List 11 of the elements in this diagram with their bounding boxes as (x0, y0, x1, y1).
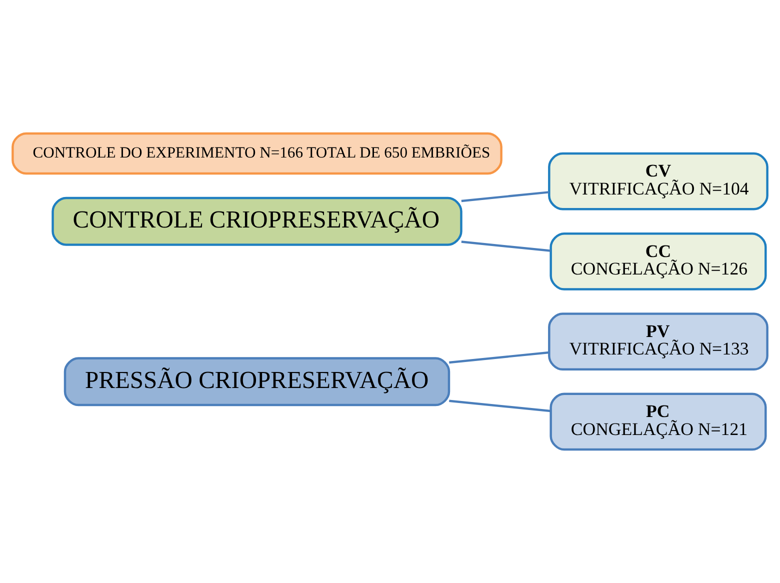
connector (449, 400, 551, 412)
connector (461, 240, 551, 252)
node-box: PRESSÃO CRIOPRESERVAÇÃO (64, 357, 450, 406)
connector (449, 351, 549, 364)
connector (461, 191, 549, 202)
node-box: PV VITRIFICAÇÃO N=133 (548, 312, 768, 371)
node-box: CONTROLE DO EXPERIMENTO N=166 TOTAL DE 650 EMBRIÕES (12, 132, 502, 175)
node-box: CC CONGELAÇÃO N=126 (550, 232, 767, 290)
node-box: CONTROLE CRIOPRESERVAÇÃO (52, 196, 462, 246)
node-box: CV VITRIFICAÇÃO N=104 (548, 152, 768, 210)
node-box: PC CONGELAÇÃO N=121 (550, 392, 767, 451)
